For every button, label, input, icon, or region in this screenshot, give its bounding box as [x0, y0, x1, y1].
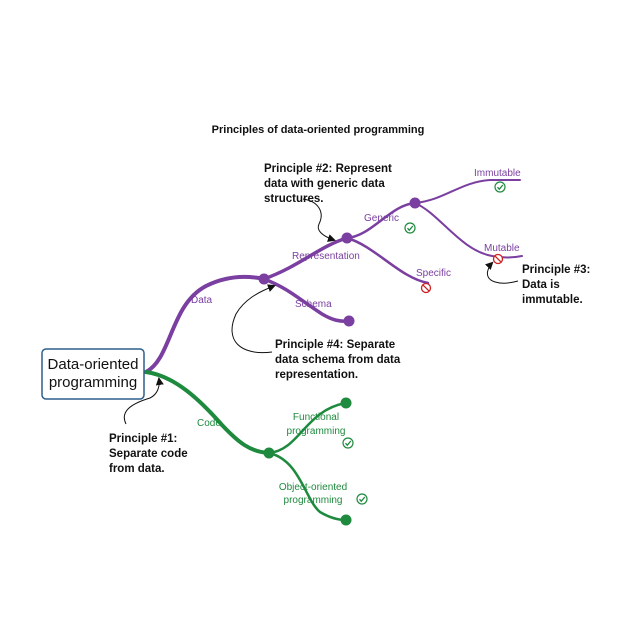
generic-node: [341, 232, 353, 244]
branch-label-object-oriented-line2: programming: [284, 495, 343, 506]
principle-3-line2: Data is: [522, 279, 560, 291]
branch-label-representation: Representation: [292, 251, 360, 262]
principle-1-line1: Principle #1:: [109, 433, 177, 445]
principle-3-line1: Principle #3:: [522, 264, 590, 276]
principle-3-note: Principle #3: Data is immutable.: [522, 264, 590, 306]
branch-line-object-oriented: [267, 451, 348, 522]
principle-1-line2: Separate code: [109, 448, 188, 460]
principle-2-line3: structures.: [264, 193, 323, 205]
branch-label-functional-line1: Functional: [293, 412, 339, 423]
branch-label-object-oriented-line1: Object-oriented: [279, 482, 347, 493]
branch-line-code: [144, 370, 271, 455]
check-badge-icon: [494, 181, 506, 193]
principle-3-line3: immutable.: [522, 294, 583, 306]
branch-line-data: [144, 274, 266, 374]
branch-line-representation: [262, 236, 349, 281]
check-badge-icon: [404, 222, 416, 234]
functional-node: [340, 397, 352, 409]
root-label-line1: Data-oriented: [48, 356, 139, 373]
principle-4-line3: representation.: [275, 369, 358, 381]
branch-label-generic: Generic: [364, 213, 399, 224]
arrow-principle-2: [302, 198, 336, 242]
branch-label-mutable: Mutable: [484, 243, 520, 254]
no-sign-icon: [492, 253, 504, 265]
arrow-principle-3: [484, 261, 519, 284]
immutable-node: [409, 197, 421, 209]
check-badge-icon: [356, 493, 368, 505]
principle-2-note: Principle #2: Represent data with generi…: [264, 163, 392, 205]
diagram-title: Principles of data-oriented programming: [212, 124, 425, 136]
principle-4-line1: Principle #4: Separate: [275, 339, 395, 351]
root-node: Data-oriented programming: [41, 348, 145, 400]
data-branch-group: [144, 179, 523, 374]
no-sign-icon: [420, 282, 432, 294]
branch-label-specific: Specific: [416, 268, 451, 279]
branch-label-data: Data: [191, 295, 213, 306]
branch-line-immutable: [414, 179, 521, 204]
principle-1-line3: from data.: [109, 463, 165, 475]
code-node: [263, 447, 275, 459]
annotation-arrows: [123, 198, 519, 425]
principle-4-note: Principle #4: Separate data schema from …: [275, 339, 401, 381]
object-oriented-node: [340, 514, 352, 526]
root-label-line2: programming: [49, 374, 137, 391]
principle-2-line2: data with generic data: [264, 178, 385, 190]
branch-label-functional-line2: programming: [287, 426, 346, 437]
branch-line-generic: [345, 201, 417, 240]
principle-1-note: Principle #1: Separate code from data.: [109, 433, 188, 475]
branch-line-schema: [262, 277, 351, 323]
branch-line-functional: [267, 401, 348, 455]
schema-node: [343, 315, 355, 327]
representation-node: [258, 273, 270, 285]
branch-label-immutable: Immutable: [474, 168, 521, 179]
check-badge-icon: [342, 437, 354, 449]
branch-label-code: Code: [197, 418, 221, 429]
branch-line-mutable: [414, 202, 523, 259]
principle-4-line2: data schema from data: [275, 354, 401, 366]
principle-2-line1: Principle #2: Represent: [264, 163, 392, 175]
arrow-principle-4: [231, 284, 276, 354]
code-branch-group: [144, 370, 348, 522]
branch-label-schema: Schema: [295, 299, 332, 310]
branch-line-specific: [345, 236, 430, 285]
arrow-principle-1: [123, 377, 164, 425]
root-box: [41, 348, 145, 400]
